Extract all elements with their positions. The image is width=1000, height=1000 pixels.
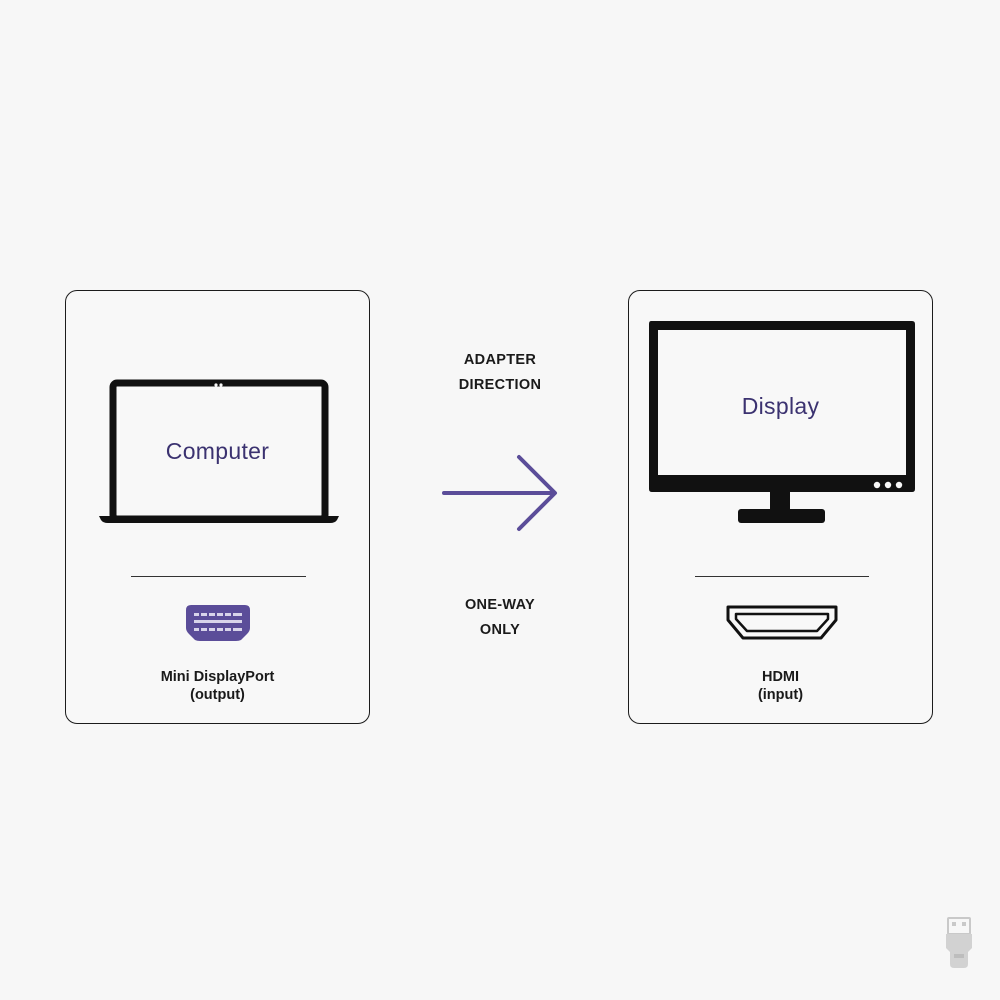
target-port-name: HDMI [761,669,800,685]
source-card: Computer Mini DisplayPort (output) [65,290,370,724]
display-label: Display [741,393,820,419]
mini-displayport-icon [186,605,250,641]
source-port-role: (output) [190,687,245,703]
usb-plug-icon [946,917,972,968]
right-arrow-icon [442,455,557,531]
one-way-note: ONE-WAY ONLY [400,593,600,643]
target-divider [695,576,869,577]
computer-label: Computer [165,438,270,464]
one-way-line-2: ONLY [479,622,521,638]
hdmi-port-icon [726,605,838,640]
monitor-icon [649,321,915,523]
adapter-direction-heading: ADAPTER DIRECTION [400,348,600,398]
adapter-direction-line-2: DIRECTION [458,377,542,393]
source-port-name: Mini DisplayPort [160,669,275,685]
source-divider [131,576,306,577]
one-way-line-1: ONE-WAY [464,597,536,613]
target-card: Display HDMI (input) [628,290,933,724]
target-port-role: (input) [757,687,804,703]
laptop-icon [99,379,339,523]
adapter-direction-line-1: ADAPTER [463,352,537,368]
